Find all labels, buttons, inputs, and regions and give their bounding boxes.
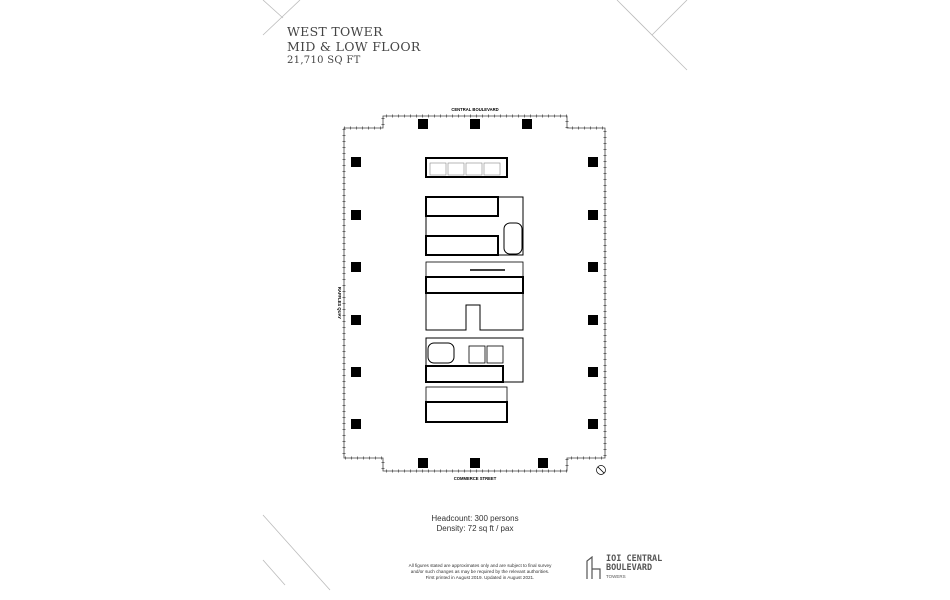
logo-line-1: IOI CENTRAL (606, 554, 663, 564)
disclaimer-line: All figures stated are approximates only… (408, 563, 552, 568)
disclaimer-line: and/or such changes as may be required b… (410, 569, 550, 574)
street-label-north: CENTRAL BOULEVARD (451, 107, 498, 112)
title-line-1: WEST TOWER (287, 24, 383, 39)
headcount: Headcount: 300 persons (431, 514, 519, 523)
logo-mark-icon (586, 556, 601, 579)
core (425, 157, 524, 423)
disclaimer-line: First printed in August 2019. Updated in… (425, 575, 535, 580)
title-line-2: MID & LOW FLOOR (287, 39, 421, 54)
floor-area: 21,710 SQ FT (287, 55, 361, 66)
logo: IOI CENTRAL BOULEVARD TOWERS (586, 554, 663, 579)
disclaimer: All figures stated are approximates only… (380, 563, 580, 581)
columns (351, 119, 598, 468)
street-label-west: RAFFLES QUAY (337, 287, 342, 319)
decorative-lines (262, 0, 688, 591)
north-arrow-icon (596, 465, 606, 475)
logo-line-2: BOULEVARD (606, 563, 653, 573)
logo-line-3: TOWERS (606, 574, 626, 579)
street-label-south: COMMERCE STREET (454, 476, 497, 481)
density: Density: 72 sq ft / pax (436, 524, 514, 533)
